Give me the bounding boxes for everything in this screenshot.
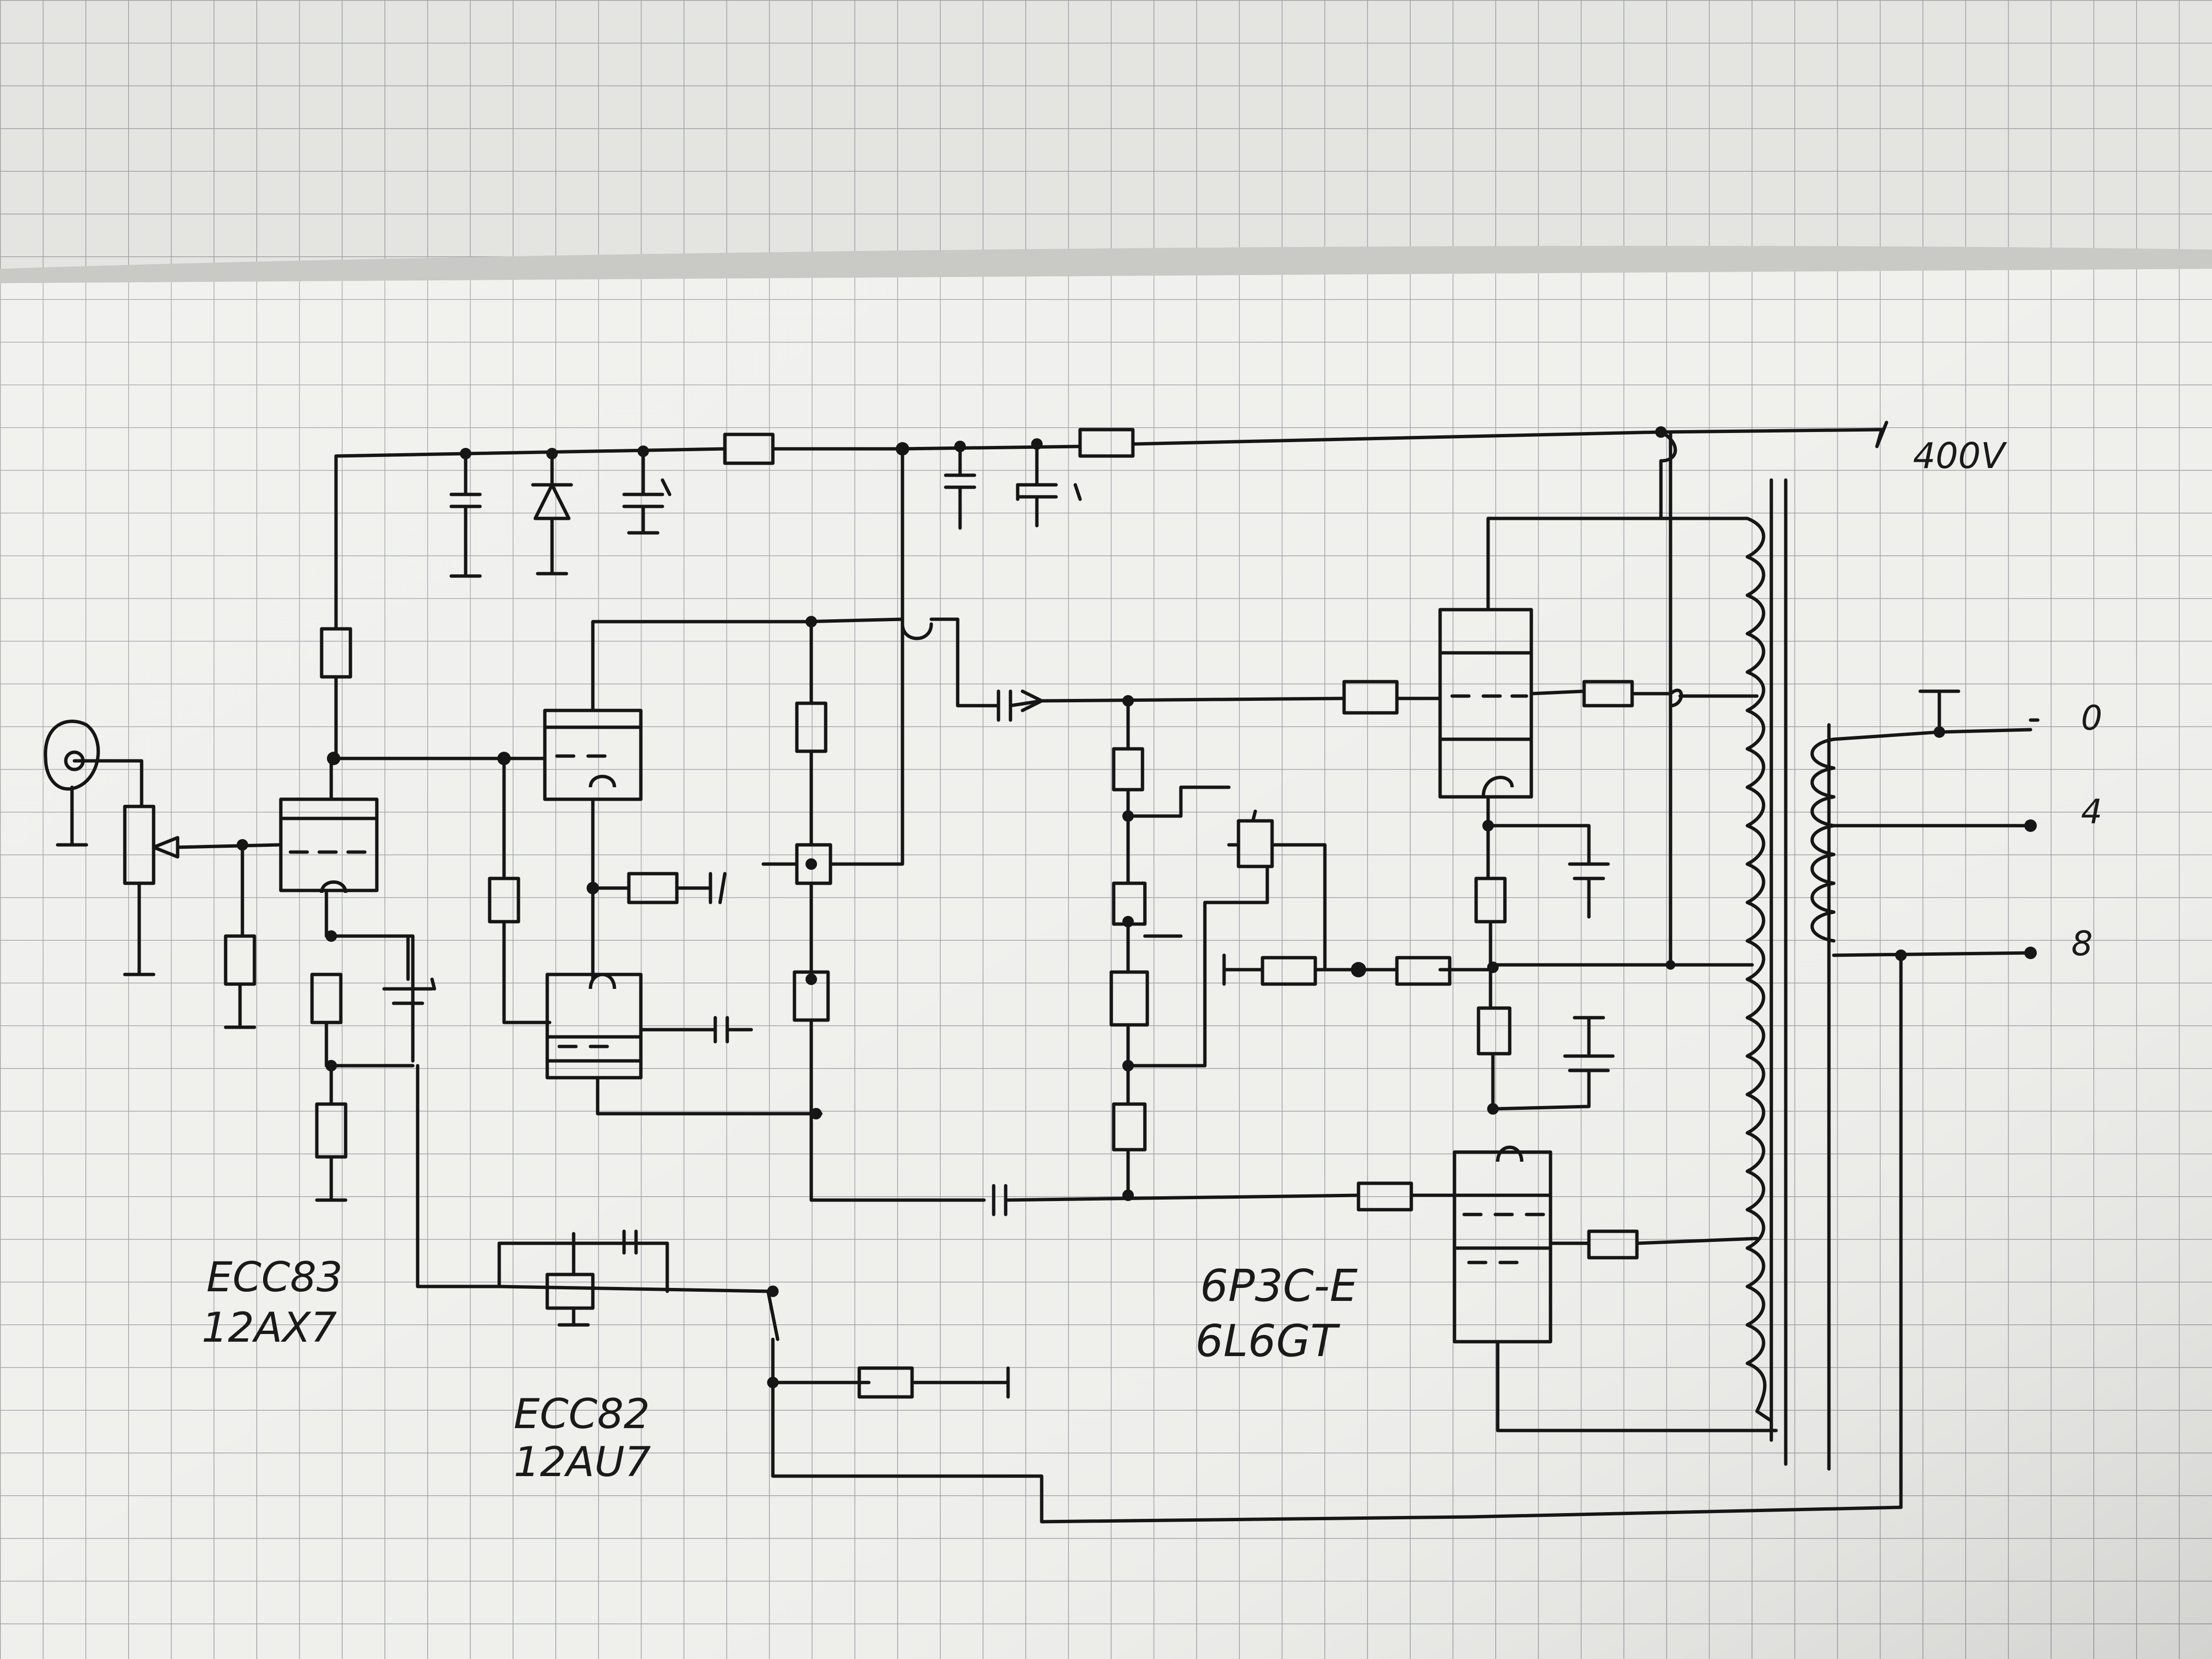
tap-4-label: 4 — [2081, 792, 2103, 831]
driver-tube-label-line2: 12AU7 — [514, 1438, 651, 1486]
main-page — [0, 269, 2212, 1659]
capacitor-icon — [449, 452, 482, 578]
junction-dots — [237, 426, 2037, 1388]
triode-tube-icon — [545, 973, 643, 1080]
pentode-tube-icon — [1453, 1145, 1552, 1344]
pentode-tube-icon — [1438, 608, 1533, 799]
power-tube-label-line1: 6P3C-E — [1200, 1260, 1358, 1311]
preamp-tube-label-line2: 12AX7 — [202, 1304, 337, 1352]
resistor-icon — [1078, 428, 1135, 458]
tap-0-label: 0 — [2081, 698, 2103, 738]
resistor-icon — [723, 433, 775, 465]
capacitor-icon — [622, 449, 672, 535]
driver-tube-label-line1: ECC82 — [514, 1390, 650, 1438]
power-tube-label-line2: 6L6GT — [1195, 1315, 1341, 1367]
capacitor-icon — [545, 1229, 669, 1327]
tap-8-label: 8 — [2071, 924, 2093, 963]
supply-voltage-label: 400V — [1913, 435, 2007, 477]
preamp-tube-label-line1: ECC83 — [206, 1253, 343, 1301]
input-jack-icon — [44, 720, 144, 847]
output-transformer-icon — [1745, 478, 2040, 1509]
upper-page — [0, 0, 2212, 269]
amplifier-schematic — [44, 421, 2040, 1524]
capacitor-icon — [1227, 809, 1327, 972]
capacitor-icon — [1016, 442, 1082, 528]
potentiometer-icon — [123, 805, 280, 976]
triode-tube-icon — [279, 797, 379, 893]
page-fold — [0, 246, 2212, 283]
